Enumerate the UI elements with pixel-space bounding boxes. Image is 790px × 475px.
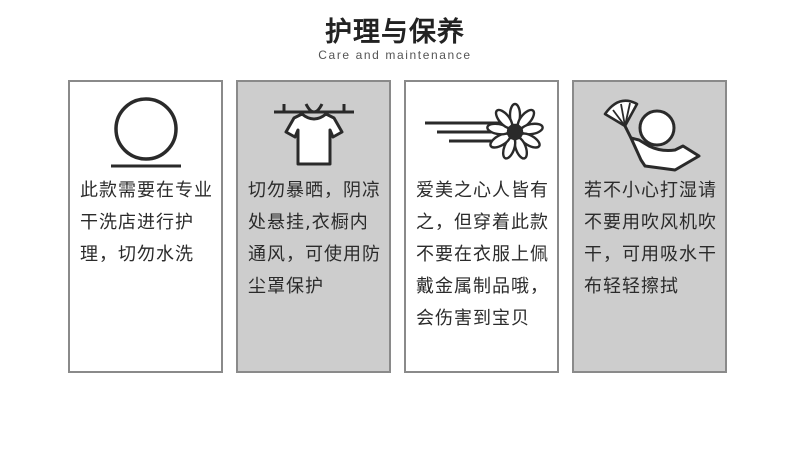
care-card-dry-clean: 此款需要在专业干洗店进行护理，切勿水洗 xyxy=(68,80,223,373)
care-title: 护理与保养 xyxy=(325,17,465,48)
care-card-text: 切勿暴晒，阴凉处悬挂,衣橱内通风，可使用防尘罩保护 xyxy=(248,180,381,297)
dry-clean-circle-icon xyxy=(70,90,221,172)
care-card-text: 此款需要在专业干洗店进行护理，切勿水洗 xyxy=(80,180,213,265)
care-card-no-metal: 爱美之心人皆有之，但穿着此款不要在衣服上佩戴金属制品哦，会伤害到宝贝 xyxy=(404,80,559,373)
shade-dry-shirt-icon xyxy=(238,90,389,172)
care-card-text: 若不小心打湿请不要用吹风机吹干，可用吸水干布轻轻擦拭 xyxy=(584,180,717,297)
care-card-text: 爱美之心人皆有之，但穿着此款不要在衣服上佩戴金属制品哦，会伤害到宝贝 xyxy=(416,180,549,329)
care-card-no-hair-dryer: 若不小心打湿请不要用吹风机吹干，可用吸水干布轻轻擦拭 xyxy=(572,80,727,373)
care-subtitle: Care and maintenance xyxy=(318,48,472,62)
hair-dryer-person-icon xyxy=(574,90,725,172)
sun-rays-icon xyxy=(406,90,557,172)
care-card-shade-dry: 切勿暴晒，阴凉处悬挂,衣橱内通风，可使用防尘罩保护 xyxy=(236,80,391,373)
